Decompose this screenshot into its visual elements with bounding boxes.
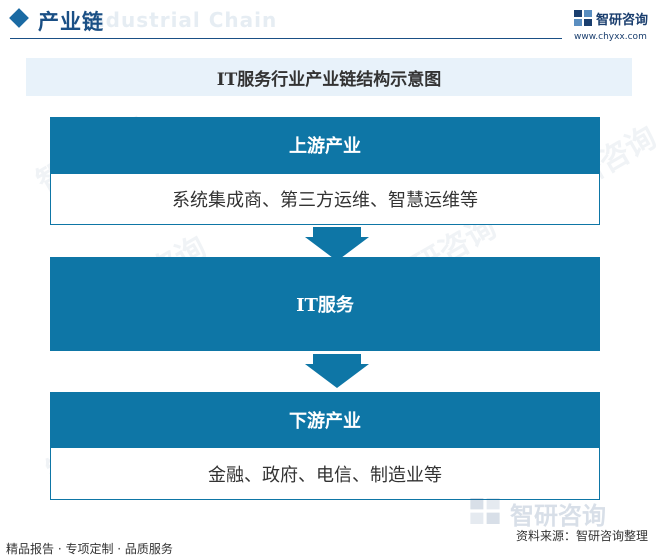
downstream-heading: 下游产业 xyxy=(50,392,600,447)
diamond-icon xyxy=(9,8,29,28)
chart-title: IT服务行业产业链结构示意图 xyxy=(216,69,442,90)
footer-logo: 智研咨询 xyxy=(470,496,640,530)
chart-title-band: IT服务行业产业链结构示意图 xyxy=(26,58,632,96)
footer-logo-text: 智研咨询 xyxy=(510,502,606,530)
upstream-heading: 上游产业 xyxy=(50,117,600,173)
header-rule xyxy=(10,38,562,39)
brand-icon xyxy=(470,498,500,524)
downstream-content: 金融、政府、电信、制造业等 xyxy=(50,447,600,500)
footer-tagline: 精品报告 · 专项定制 · 品质服务 xyxy=(6,542,173,556)
down-arrow-icon xyxy=(305,227,369,261)
midstream-heading: IT服务 xyxy=(50,257,600,351)
brand-icon xyxy=(574,10,592,26)
header-ghost-text: Industrial Chain xyxy=(82,8,278,32)
header: Industrial Chain 产业链 智研咨询 www.chyxx.com xyxy=(0,0,656,44)
brand-logo: 智研咨询 www.chyxx.com xyxy=(574,8,654,42)
brand-url: www.chyxx.com xyxy=(574,32,647,42)
upstream-content: 系统集成商、第三方运维、智慧运维等 xyxy=(50,173,600,225)
section-title: 产业链 xyxy=(38,10,104,34)
brand-name: 智研咨询 xyxy=(596,13,649,28)
down-arrow-icon xyxy=(305,354,369,388)
footer-source: 资料来源：智研咨询整理 xyxy=(515,529,648,543)
